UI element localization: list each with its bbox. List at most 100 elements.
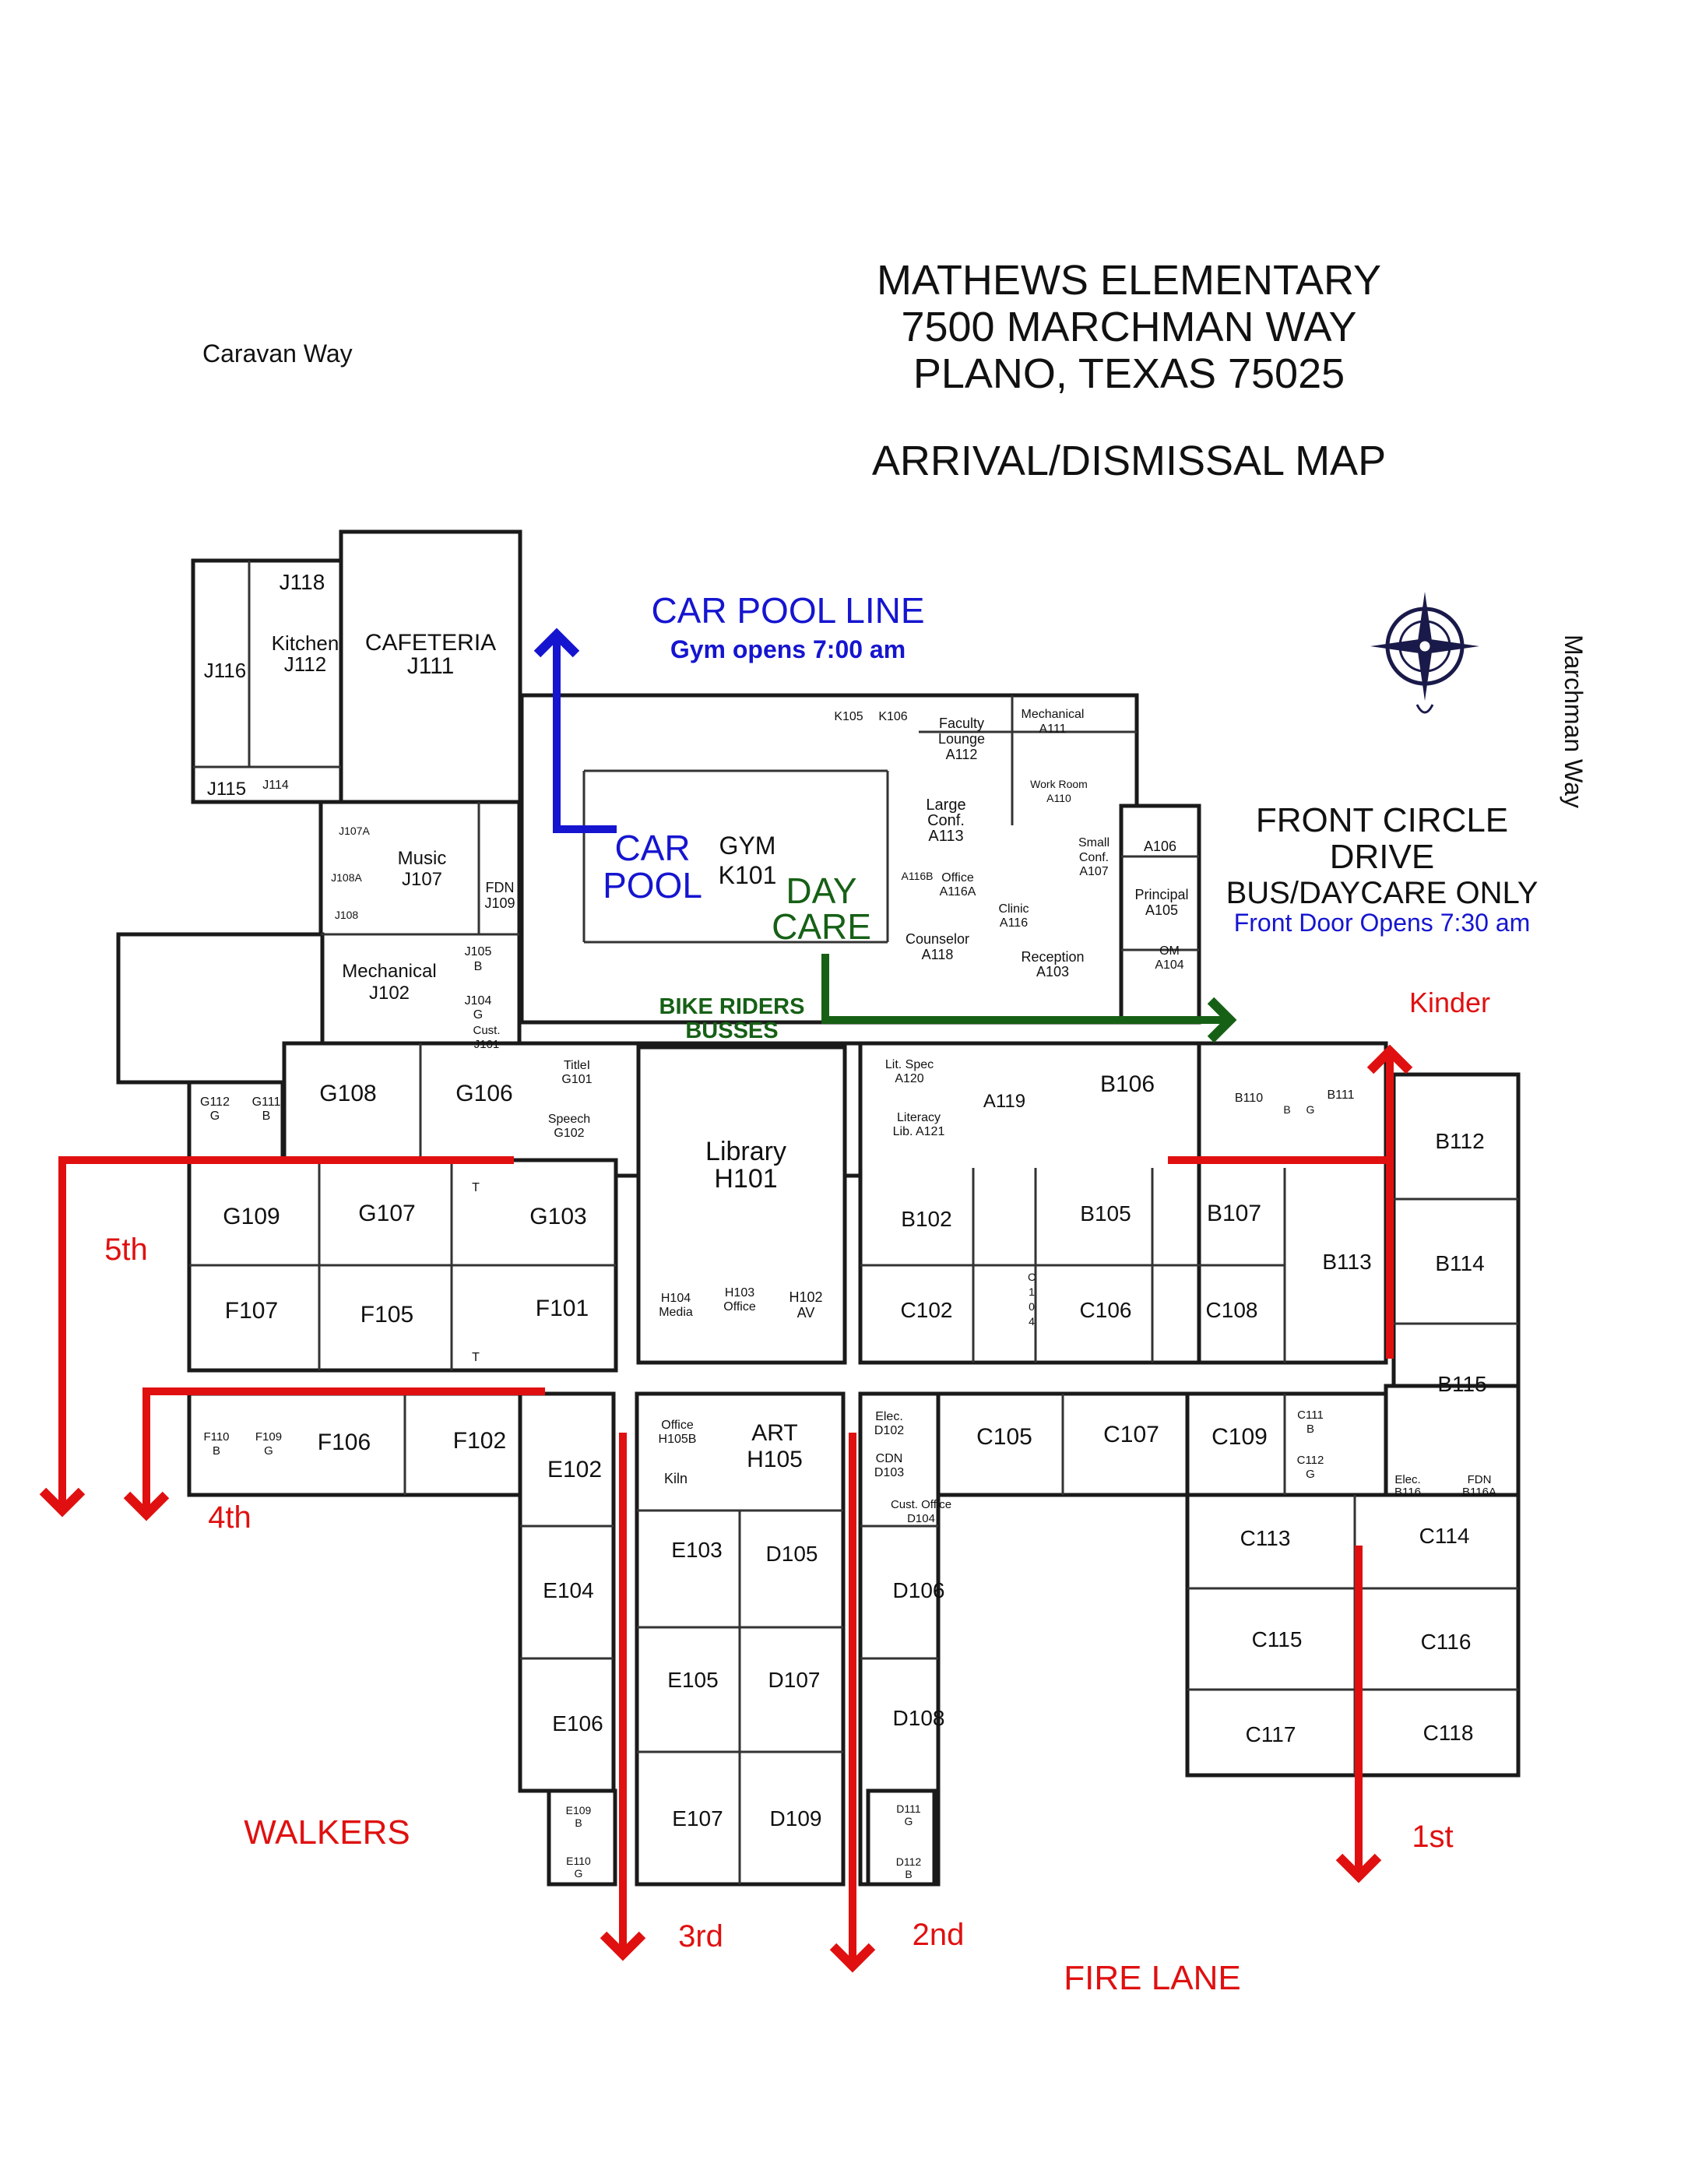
room-label: J105 [465, 945, 492, 958]
room-label: OM [1159, 944, 1180, 958]
room-label: Lounge [938, 731, 985, 747]
room-label: B [1283, 1103, 1290, 1116]
room-label: J118 [280, 570, 325, 594]
room-label: D108 [893, 1706, 945, 1730]
car-pool-route-arrow [533, 628, 617, 833]
room-label: B115 [1437, 1372, 1486, 1396]
room-label: B116A [1462, 1486, 1496, 1499]
room-label: D105 [766, 1542, 818, 1566]
room-label: G [1306, 1468, 1315, 1481]
room-label: C [1028, 1271, 1036, 1283]
room-label: E110 [566, 1855, 591, 1867]
room-label: CDN [876, 1452, 903, 1465]
fire-lane-label: FIRE LANE [1064, 1959, 1240, 1997]
room-label: F107 [225, 1298, 278, 1324]
room-label: G [905, 1815, 913, 1827]
room-label: G107 [358, 1201, 415, 1226]
room-label: H104 [661, 1292, 691, 1305]
room-label: J107 [402, 869, 442, 890]
room-label: A112 [946, 747, 978, 762]
room-label: Kiln [664, 1471, 688, 1486]
room-label: J104 [465, 994, 492, 1008]
room-label: D102 [874, 1424, 904, 1437]
room-label: F105 [360, 1302, 413, 1328]
room-label: Counselor [906, 931, 969, 947]
room-label: E103 [671, 1538, 722, 1562]
room-label: C113 [1240, 1526, 1291, 1550]
gym-opens-label: Gym opens 7:00 am [670, 635, 906, 663]
room-label: A107 [1079, 865, 1108, 878]
room-label: Small [1078, 836, 1110, 849]
room-label: G [473, 1008, 483, 1022]
room-label: H103 [725, 1286, 754, 1299]
room-label: J114 [262, 779, 289, 792]
room-label: Large [926, 797, 965, 814]
room-label: J112 [284, 652, 326, 676]
school-name: MATHEWS ELEMENTARY [877, 257, 1381, 304]
room-label: C112 [1297, 1454, 1324, 1467]
room-label: C107 [1103, 1422, 1159, 1447]
room-label: D112 [896, 1855, 922, 1868]
room-label: G [264, 1444, 273, 1458]
room-label: Mechanical [1022, 708, 1085, 721]
room-label: D104 [907, 1512, 935, 1525]
car-pool-label-pool: POOL [603, 865, 702, 906]
room-label: 1 [1029, 1285, 1035, 1298]
room-label: FDN [1468, 1473, 1492, 1486]
grade-2nd-label: 2nd [913, 1918, 965, 1952]
drive-label: DRIVE [1330, 838, 1434, 876]
route-5th-arrow [39, 1156, 514, 1518]
room-label: Mechanical [342, 961, 436, 982]
room-label: C109 [1211, 1424, 1268, 1450]
room-label: A105 [1145, 902, 1178, 918]
room-label: A119 [983, 1091, 1025, 1112]
room-label: J107A [339, 825, 370, 837]
room-label: Elec. [1394, 1473, 1420, 1486]
room-label: E109 [566, 1804, 592, 1816]
map-title: ARRIVAL/DISMISSAL MAP [872, 438, 1386, 484]
room-label: A110 [1046, 792, 1071, 804]
room-label: E105 [667, 1668, 718, 1692]
bus-daycare-only-label: BUS/DAYCARE ONLY [1226, 876, 1539, 910]
room-label: G112 [200, 1096, 230, 1109]
room-label: Kitchen [272, 631, 339, 655]
room-label: C108 [1206, 1298, 1258, 1322]
room-label: G102 [554, 1127, 584, 1140]
room-label: Media [659, 1306, 693, 1319]
room-label: AV [797, 1305, 815, 1321]
room-label: B [905, 1868, 912, 1880]
room-label: D107 [768, 1668, 821, 1692]
room-label: G [575, 1867, 583, 1880]
front-circle-label: FRONT CIRCLE [1256, 801, 1508, 839]
room-label: Conf. [927, 812, 965, 829]
room-label: A116B [902, 870, 934, 882]
interior-walls [189, 561, 1518, 1884]
room-label: H102 [789, 1289, 822, 1305]
room-label: B114 [1435, 1251, 1484, 1275]
room-label: 0 [1029, 1300, 1035, 1313]
room-label: K105 [834, 710, 863, 723]
room-label: B [262, 1110, 271, 1123]
room-label: G [210, 1110, 220, 1123]
room-label: C114 [1419, 1524, 1470, 1548]
room-label: C116 [1421, 1630, 1472, 1654]
room-label: E102 [547, 1457, 602, 1482]
room-label: A118 [922, 947, 954, 962]
walkers-label: WALKERS [244, 1813, 410, 1852]
room-label: A106 [1144, 839, 1176, 854]
room-label: E104 [543, 1578, 593, 1602]
room-label: Reception [1021, 949, 1084, 965]
room-label: F110 [203, 1430, 229, 1444]
map-title-block: MATHEWS ELEMENTARY 7500 MARCHMAN WAY PLA… [872, 257, 1386, 484]
room-label: B107 [1207, 1201, 1261, 1226]
room-label: J109 [484, 895, 515, 911]
room-label: G103 [529, 1204, 586, 1229]
car-pool-line-label: CAR POOL LINE [651, 590, 924, 631]
room-label: Faculty [939, 716, 984, 731]
room-label: G111 [252, 1096, 281, 1109]
street-marchman-way: Marchman Way [1560, 635, 1588, 808]
room-label: D106 [893, 1578, 945, 1602]
grade-1st-label: 1st [1412, 1820, 1453, 1854]
room-label: J116 [204, 659, 246, 682]
